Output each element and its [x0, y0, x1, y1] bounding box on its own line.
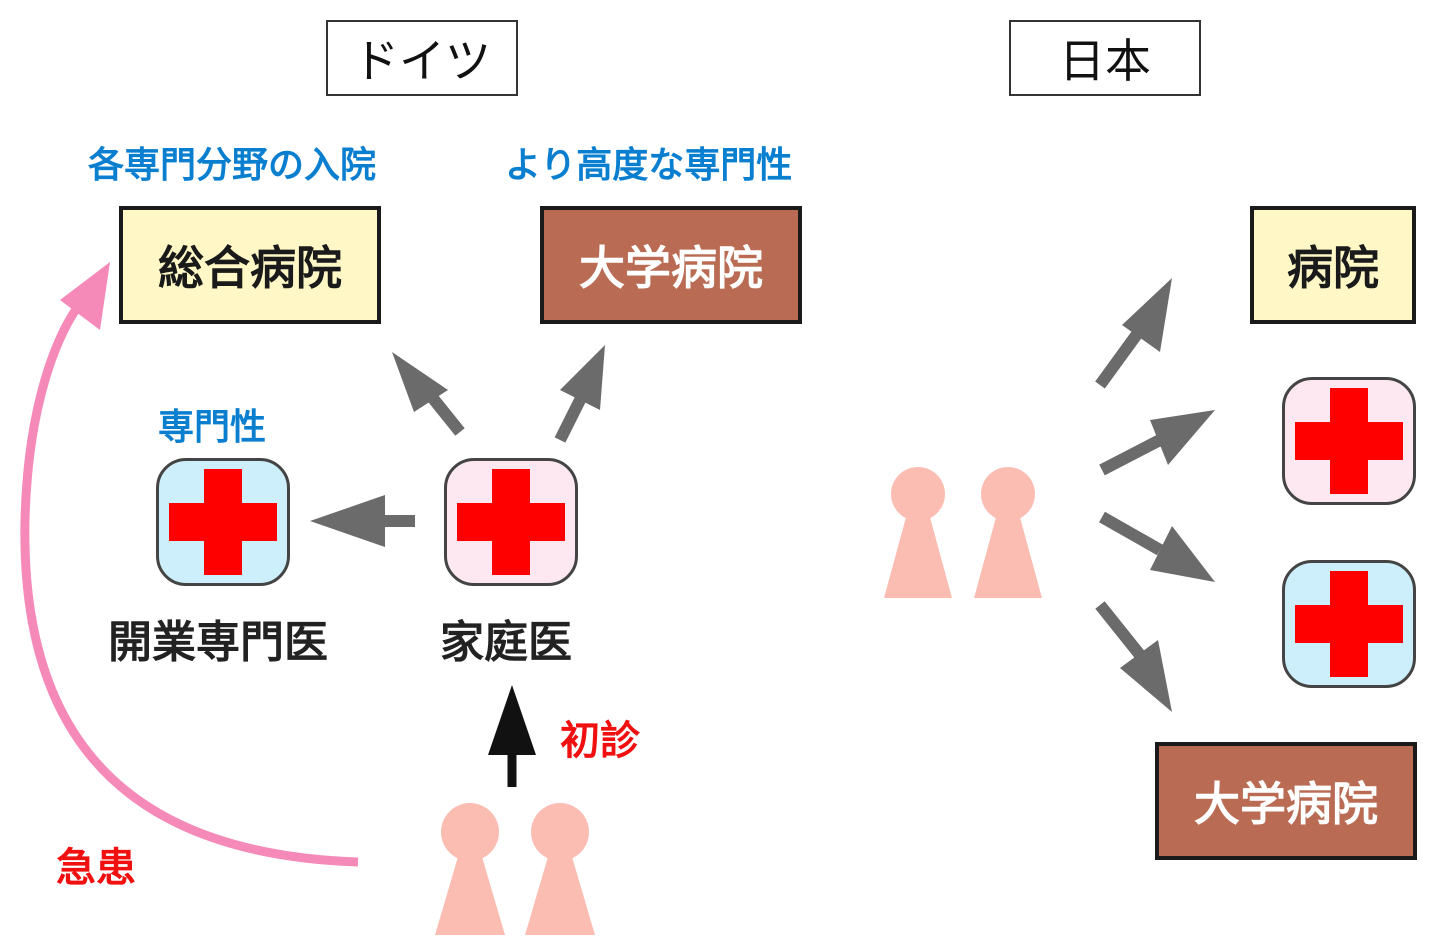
red-cross-horizontal [1295, 605, 1403, 643]
arrow-family-to-general [392, 352, 465, 436]
patients-germany [435, 803, 595, 935]
family-doctor-label: 家庭医 [440, 617, 572, 668]
clinic-pink-japan-icon [1282, 377, 1416, 505]
arrow-japan-to-clinic-pink [1099, 410, 1215, 476]
red-cross-horizontal [169, 503, 277, 541]
clinic-blue-japan-icon [1282, 560, 1416, 688]
arrow-family-to-university [554, 345, 605, 443]
label-advanced-specialty: より高度な専門性 [505, 145, 793, 186]
arrow-emergency [20, 262, 359, 867]
university-hospital-box-germany: 大学病院 [540, 206, 802, 324]
first-visit-label: 初診 [560, 718, 640, 764]
arrow-japan-to-university [1095, 601, 1172, 712]
germany-title: ドイツ [326, 20, 518, 96]
patients-japan [884, 467, 1042, 598]
family-doctor-clinic-icon [444, 458, 578, 586]
general-hospital-box: 総合病院 [119, 206, 381, 324]
hospital-box-japan: 病院 [1250, 206, 1416, 324]
emergency-label: 急患 [56, 845, 136, 891]
arrow-japan-to-hospital [1095, 278, 1172, 389]
arrow-family-to-specialist [310, 495, 415, 547]
label-inpatient-specialties: 各専門分野の入院 [88, 145, 377, 186]
specialist-clinic-icon [156, 458, 290, 586]
label-specialty: 専門性 [158, 407, 267, 448]
specialist-label: 開業専門医 [108, 617, 328, 668]
red-cross-horizontal [1295, 422, 1403, 460]
arrow-japan-to-clinic-blue [1099, 511, 1215, 582]
university-hospital-box-japan: 大学病院 [1155, 742, 1417, 860]
red-cross-horizontal [457, 503, 565, 541]
arrow-first-visit [488, 685, 536, 787]
japan-title: 日本 [1009, 20, 1201, 96]
